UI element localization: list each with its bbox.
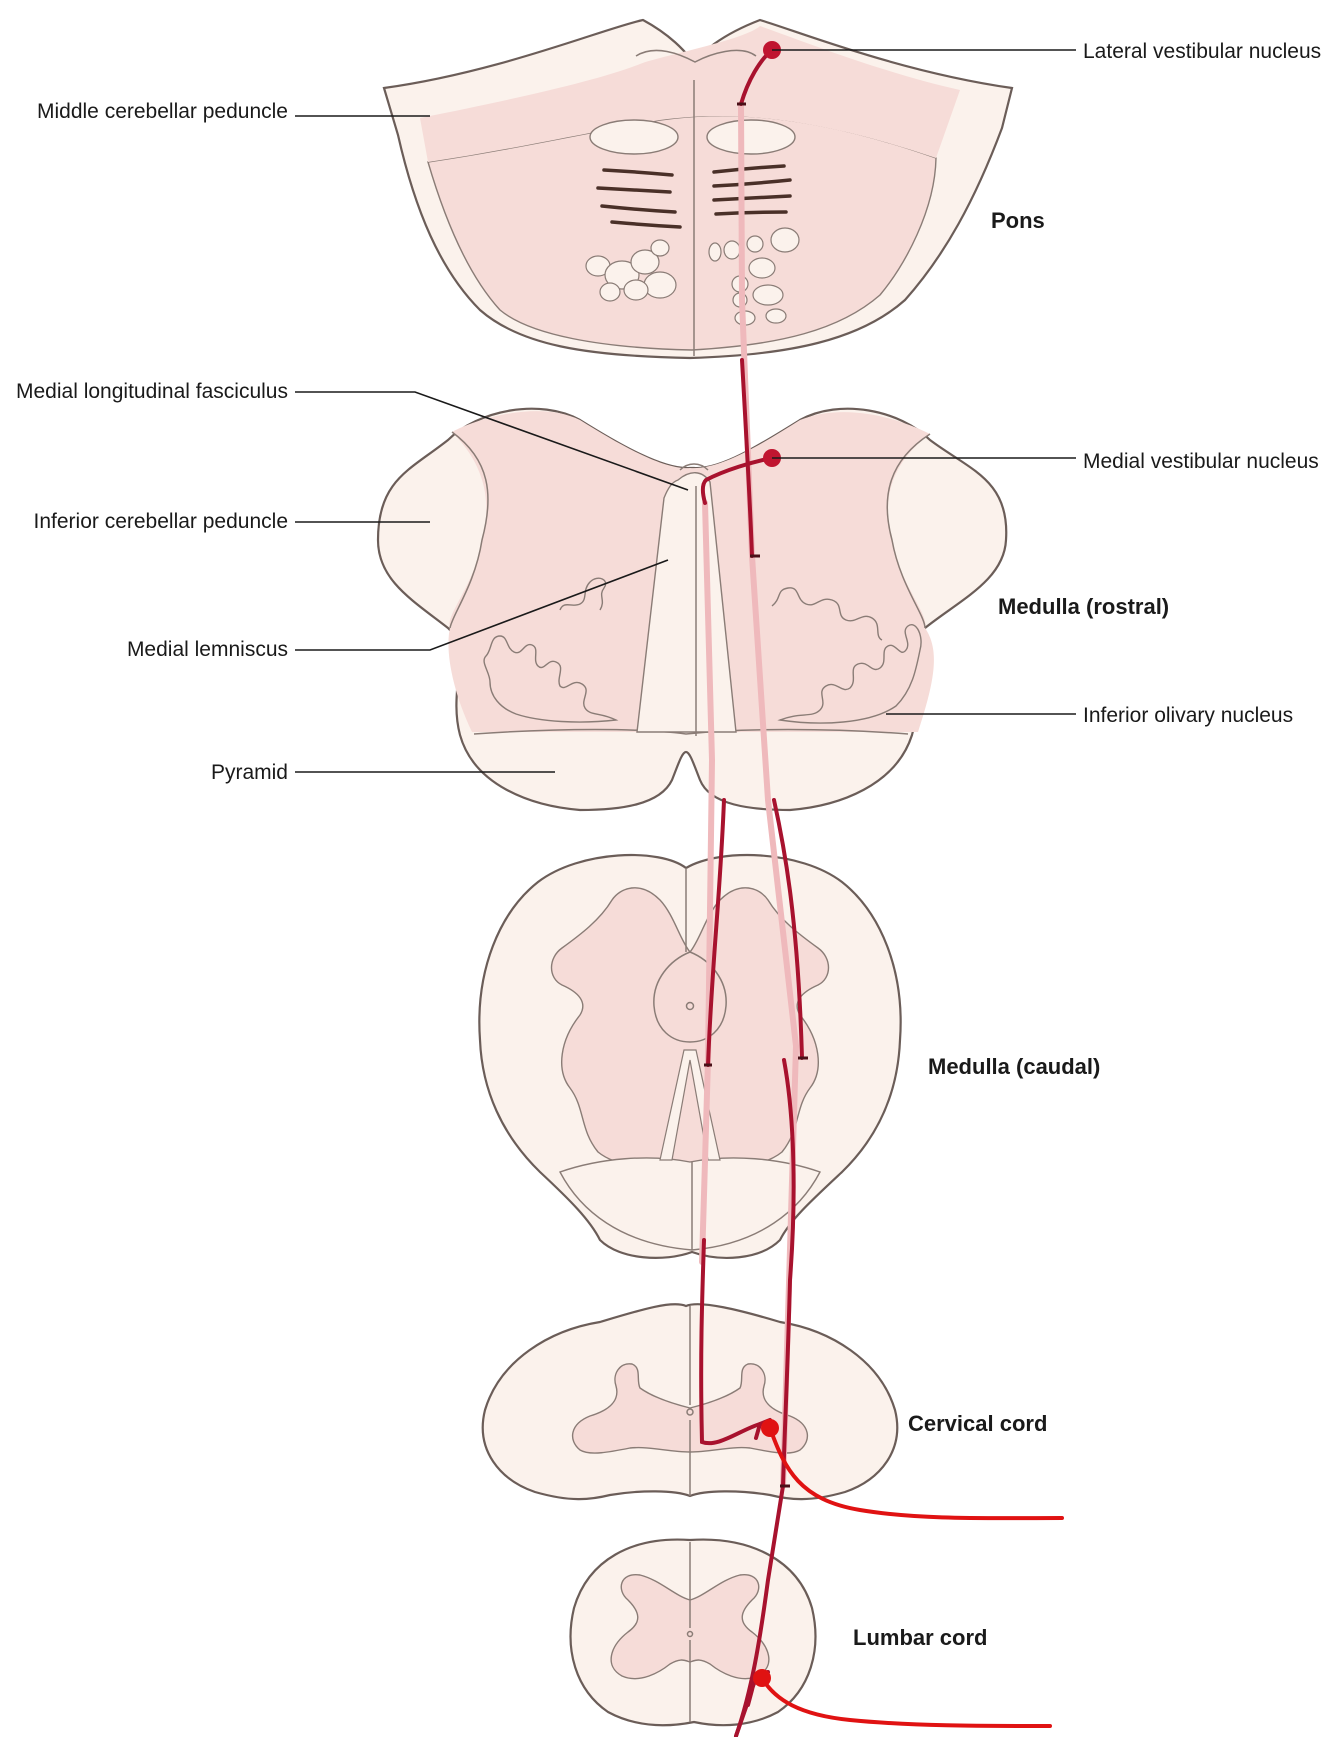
icp-left-boundary [449,431,489,629]
tract-ends [704,102,808,1488]
pons-ml-left [589,119,679,155]
pons-section [382,18,1014,360]
mlf-notch [679,463,709,471]
medulla-rostral-section [376,407,1008,812]
leader-lines [295,49,1076,773]
label-lateral-vestibular-nucleus: Lateral vestibular nucleus [1083,40,1322,63]
label-medial-vestibular-nucleus: Medial vestibular nucleus [1083,450,1319,473]
pons-ml-right [706,119,796,155]
medial-vestibulospinal-tract [699,456,774,1446]
tract-dark-segments [699,48,804,1738]
label-inferior-cerebellar-peduncle: Inferior cerebellar peduncle [33,510,288,533]
label-middle-cerebellar-peduncle: Middle cerebellar peduncle [37,100,288,123]
cervical-central-canal [686,1408,694,1416]
cervical-cord-section [481,1303,899,1501]
section-title-medulla-rostral: Medulla (rostral) [998,594,1170,619]
corticospinal-bundles-right [708,227,800,326]
inferior-olive-left [483,577,619,723]
pontocerebellar-fibers [596,164,792,229]
medulla-caudal-grey [550,887,830,1168]
lumbar-motor-neuron [753,1669,771,1687]
central-grey [653,951,727,1043]
corticospinal-bundles-left [585,239,677,302]
label-medial-longitudinal-fasciculus: Medial longitudinal fasciculus [16,380,288,403]
central-canal-caudal [685,1001,695,1011]
medulla-caudal-section [478,853,902,1259]
cervical-motor-neuron [761,1419,779,1437]
lateral-vestibulospinal-faded [738,101,800,1489]
lumbar-motor-nerve [760,1676,1052,1728]
section-title-pons: Pons [991,208,1045,233]
label-medial-lemniscus: Medial lemniscus [126,638,288,661]
motor-nerves [760,1426,1064,1728]
caudal-pyramids [559,1157,821,1251]
pons-tegmentum [420,26,960,162]
cervical-motor-nerve [768,1426,1064,1521]
section-title-medulla-caudal: Medulla (caudal) [928,1054,1101,1079]
tract-faded-segments [699,101,800,1489]
inferior-olive-right [771,587,922,724]
pons-basis [427,114,937,351]
section-title-lumbar-cord: Lumbar cord [853,1625,988,1650]
label-inferior-olivary-nucleus: Inferior olivary nucleus [1083,704,1294,727]
pyramid-boundary [473,728,909,735]
leader-medial-lemniscus [295,559,669,651]
medial-vestibulospinal-faded [699,500,716,1265]
leader-medial-longitudinal-fasciculus [295,391,689,491]
fourth-ventricle-floor [635,49,757,63]
lumbar-central-canal [686,1630,694,1638]
section-title-cervical-cord: Cervical cord [908,1411,1048,1436]
label-pyramid: Pyramid [210,761,288,784]
